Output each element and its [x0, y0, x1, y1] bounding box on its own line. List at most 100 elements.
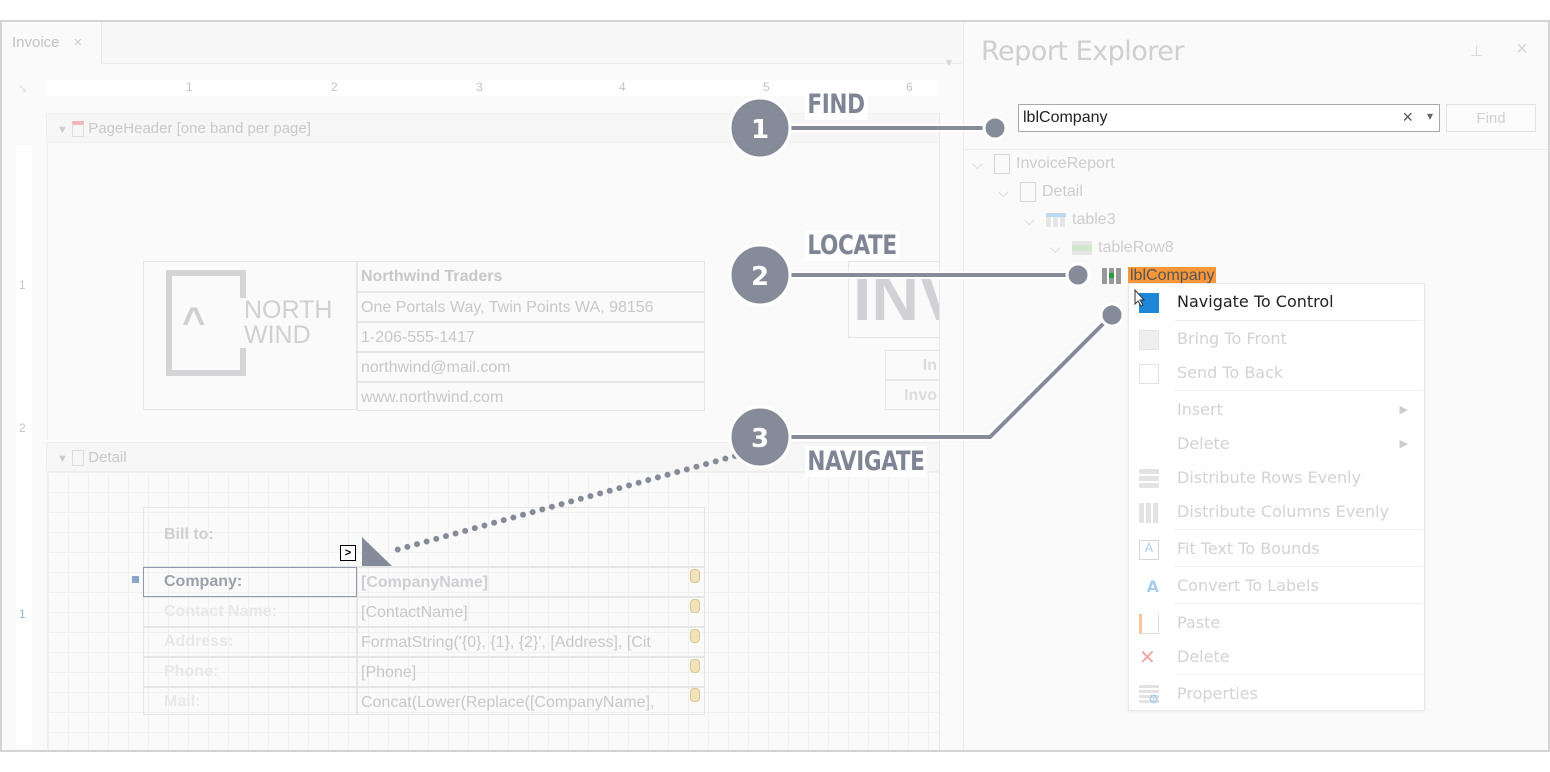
chevron-down-icon[interactable]: ⌵ — [1024, 211, 1035, 228]
search-value: lblCompany — [1023, 109, 1108, 126]
menu-item-send-to-back[interactable]: Send To Back — [1129, 357, 1424, 391]
tree-node-table3[interactable]: ⌵ table3 — [1024, 208, 1116, 232]
fit-text-icon: A — [1139, 540, 1159, 560]
table-cell-icon — [1102, 268, 1122, 284]
table-icon — [1046, 213, 1066, 227]
phone-cell[interactable]: 1-206-555-1417 — [357, 322, 705, 352]
tree-node-invoicereport[interactable]: ⌵ InvoiceReport — [972, 152, 1115, 176]
ruler-tick: 1 — [19, 607, 26, 621]
tree-node-lblcompany[interactable]: lblCompany — [1102, 264, 1217, 288]
phone-value[interactable]: [Phone] — [357, 657, 705, 687]
chevron-down-icon[interactable]: ⌵ — [1050, 239, 1061, 256]
tab-dropdown-icon[interactable]: ▼ — [944, 58, 954, 69]
menu-label: Delete — [1177, 647, 1230, 666]
menu-item-distribute-columns[interactable]: Distribute Columns Evenly — [1129, 496, 1424, 530]
phone-label[interactable]: Phone: — [143, 657, 357, 687]
chevron-down-icon[interactable]: ⌵ — [972, 155, 983, 172]
clear-search-icon[interactable]: × — [1402, 107, 1413, 127]
mouse-cursor-icon — [1134, 289, 1146, 307]
menu-item-delete[interactable]: ✕Delete — [1129, 641, 1424, 675]
contact-label[interactable]: Contact Name: — [143, 597, 357, 627]
close-tab-icon[interactable]: × — [73, 34, 83, 51]
email-cell[interactable]: northwind@mail.com — [357, 352, 705, 382]
callout-number: 2 — [751, 262, 769, 292]
menu-label: Fit Text To Bounds — [1177, 539, 1320, 558]
pin-icon[interactable]: ⊥ — [1470, 43, 1484, 60]
properties-icon: ⚙ — [1139, 685, 1159, 706]
menu-item-bring-to-front[interactable]: Bring To Front — [1129, 323, 1424, 357]
callout-dotted-arrow — [393, 453, 738, 553]
address-cell[interactable]: One Portals Way, Twin Points WA, 98156 — [357, 292, 705, 322]
mail-value[interactable]: Concat(Lower(Replace([CompanyName], — [357, 687, 705, 715]
tree-label-highlighted: lblCompany — [1128, 267, 1217, 285]
designer-scrollbar[interactable] — [939, 113, 940, 750]
collapse-icon[interactable]: ▼ — [57, 124, 68, 136]
menu-item-navigate-to-control[interactable]: Navigate To Control — [1129, 286, 1424, 320]
invoice-cell[interactable]: Invo — [885, 380, 940, 410]
ruler-tick: 3 — [476, 80, 483, 94]
website-cell[interactable]: www.northwind.com — [357, 382, 705, 411]
dropdown-icon[interactable]: ▾ — [1426, 109, 1433, 123]
menu-item-insert[interactable]: Insert▶ — [1129, 394, 1424, 428]
menu-item-delete-submenu[interactable]: Delete▶ — [1129, 428, 1424, 462]
collapse-icon[interactable]: ▼ — [57, 453, 68, 465]
tab-invoice[interactable]: Invoice × — [2, 22, 102, 64]
search-input[interactable]: lblCompany × ▾ — [1018, 104, 1440, 132]
callout-circle-2 — [728, 243, 792, 307]
database-icon — [690, 599, 700, 613]
vertical-ruler: 1 2 1 — [16, 145, 32, 745]
tab-label: Invoice — [12, 34, 60, 51]
ruler-tick: 2 — [331, 80, 338, 94]
distribute-columns-icon — [1139, 503, 1159, 523]
callout-label-find: FIND — [805, 89, 867, 120]
context-menu: Navigate To Control Bring To Front Send … — [1128, 283, 1425, 711]
company-name-cell[interactable]: Northwind Traders — [357, 261, 705, 292]
menu-item-properties[interactable]: ⚙Properties — [1129, 678, 1424, 712]
band-page-header[interactable]: ▼ PageHeader [one band per page] — [46, 113, 940, 143]
invoice-cell[interactable]: In — [885, 350, 940, 380]
navigate-icon — [1139, 293, 1159, 313]
menu-item-convert-to-labels[interactable]: A Convert To Labels — [1129, 570, 1424, 604]
arrowhead-icon — [362, 537, 392, 566]
company-value[interactable]: [CompanyName] — [357, 567, 705, 597]
band-detail[interactable]: ▼ Detail — [46, 442, 940, 472]
menu-item-distribute-rows[interactable]: Distribute Rows Evenly — [1129, 462, 1424, 496]
contact-value[interactable]: [ContactName] — [357, 597, 705, 627]
close-panel-icon[interactable]: × — [1516, 38, 1528, 60]
table-row-icon — [1072, 241, 1092, 255]
callout-label-locate: LOCATE — [805, 230, 900, 261]
menu-item-paste[interactable]: Paste — [1129, 607, 1424, 641]
menu-label: Convert To Labels — [1177, 576, 1319, 595]
tree-label: InvoiceReport — [1016, 155, 1115, 172]
bill-to-label[interactable]: Bill to: — [143, 507, 705, 567]
horizontal-ruler: 1 2 3 4 5 6 — [46, 80, 938, 96]
address-label[interactable]: Address: — [143, 627, 357, 657]
callout-circle-3 — [728, 405, 792, 469]
convert-labels-icon: A — [1146, 577, 1159, 596]
company-label[interactable]: Company: — [143, 567, 357, 597]
menu-label: Bring To Front — [1177, 329, 1287, 348]
callout-line-navigate — [790, 313, 1114, 439]
database-icon — [690, 569, 700, 583]
tree-node-tablerow8[interactable]: ⌵tableRow8 — [1050, 236, 1174, 260]
callout-number: 3 — [751, 424, 769, 454]
report-icon — [994, 154, 1010, 174]
ruler-tick: 2 — [19, 421, 26, 435]
bring-to-front-icon — [1139, 330, 1159, 350]
smart-tag-button[interactable]: > — [340, 545, 356, 561]
mail-label[interactable]: Mail: — [143, 687, 357, 715]
panel-title: Report Explorer — [981, 36, 1185, 67]
tree-label: Detail — [1042, 183, 1083, 200]
selection-handle[interactable] — [132, 576, 139, 583]
database-icon — [690, 659, 700, 673]
submenu-arrow-icon: ▶ — [1399, 403, 1408, 416]
chevron-down-icon[interactable]: ⌵ — [998, 183, 1009, 200]
menu-label: Distribute Rows Evenly — [1177, 468, 1362, 487]
database-icon — [690, 688, 700, 702]
tree-node-detail[interactable]: ⌵ Detail — [998, 180, 1083, 204]
tree-label: table3 — [1072, 211, 1116, 228]
menu-item-fit-text[interactable]: A Fit Text To Bounds — [1129, 533, 1424, 567]
find-button[interactable]: Find — [1446, 104, 1536, 132]
address-value[interactable]: FormatString('{0}, {1}, {2}', [Address],… — [357, 627, 705, 657]
